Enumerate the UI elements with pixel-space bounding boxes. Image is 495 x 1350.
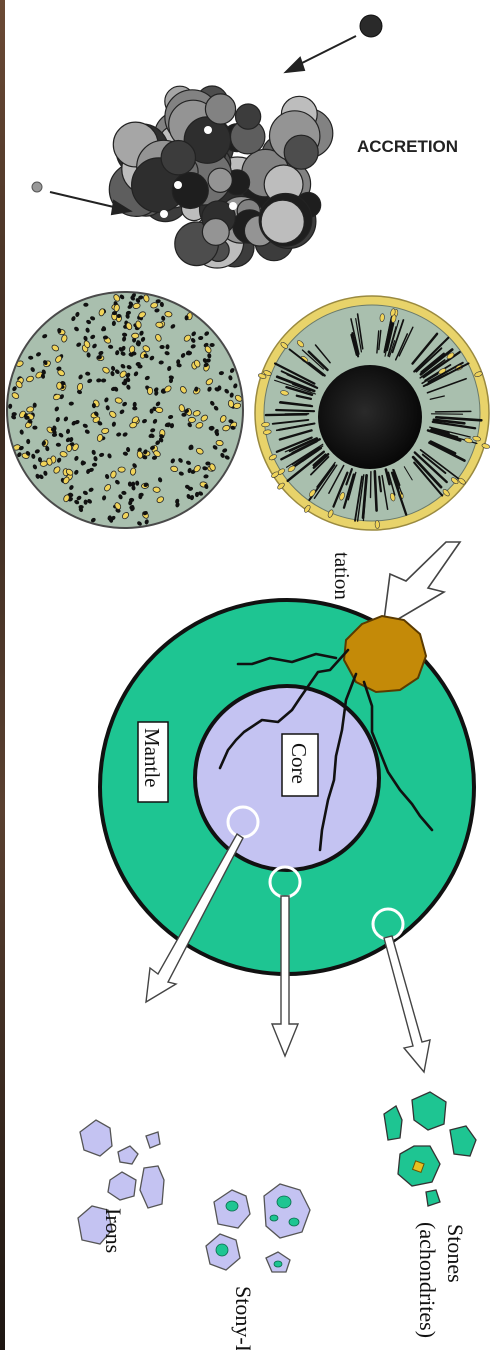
- differentiation-panel: [0, 285, 495, 540]
- iron-fragment-4: [108, 1172, 136, 1200]
- void-gap: [160, 210, 168, 218]
- iron-fragment-1: [80, 1120, 112, 1156]
- silicate-grain: [66, 444, 72, 452]
- accreting-particle: [261, 200, 304, 243]
- core-label-box: Core: [282, 734, 318, 796]
- void-gap: [229, 202, 237, 210]
- stony-iron-inclusion-2: [277, 1196, 291, 1208]
- stony-iron-fragments: [206, 1184, 310, 1272]
- label-stony-irons: Stony-Irons: [231, 1286, 256, 1350]
- metal-grain: [210, 343, 215, 347]
- mantle-label: Mantle: [140, 728, 164, 787]
- arrow-head-top: [286, 58, 304, 72]
- label-irons: Irons: [101, 1208, 126, 1253]
- accreting-particle: [284, 135, 318, 169]
- accreting-particle: [161, 141, 195, 175]
- incoming-body-small: [32, 182, 42, 192]
- stony-iron-inclusion-5: [216, 1244, 228, 1256]
- arrow-shaft-left: [50, 192, 118, 208]
- undifferentiated-disk: [7, 292, 243, 528]
- void-gap: [174, 181, 182, 189]
- stone-fragment-5: [426, 1190, 440, 1206]
- silicate-grain: [155, 407, 163, 413]
- mantle-label-box: Mantle: [138, 722, 168, 802]
- silicate-droplet: [375, 520, 380, 528]
- stone-fragment-2: [412, 1092, 446, 1130]
- stony-iron-inclusion-4: [270, 1215, 278, 1221]
- accreting-particle: [208, 168, 232, 192]
- stony-iron-inclusion-3: [289, 1218, 299, 1226]
- stone-fragment-3: [450, 1126, 476, 1156]
- differentiated-disk-core: [318, 365, 422, 469]
- label-stones: Stones: [443, 1224, 468, 1283]
- silicate-grain: [156, 322, 164, 328]
- arrow-to-stones: [384, 936, 430, 1072]
- silicate-grain: [118, 467, 125, 472]
- metal-grain: [84, 500, 88, 505]
- metal-streak: [276, 410, 314, 411]
- parent-body-figure: tation Mantle Core: [0, 540, 495, 1350]
- stony-iron-inclusion-1: [226, 1201, 238, 1211]
- differentiation-arrow-label: tation: [330, 552, 354, 600]
- left-edge-strip: [0, 0, 5, 1350]
- stony-iron-inclusion-6: [274, 1261, 282, 1267]
- incoming-body-large: [360, 15, 382, 37]
- silicate-grain: [147, 387, 152, 394]
- stone-fragment-1: [384, 1106, 402, 1140]
- accreting-particle: [205, 94, 235, 124]
- accreting-particle: [236, 104, 261, 129]
- core-label: Core: [287, 743, 311, 784]
- impact-arrow: [383, 542, 460, 628]
- differentiated-disk: [255, 296, 490, 530]
- arrow-shaft-top: [296, 36, 356, 66]
- accretion-label: ACCRETION: [357, 137, 458, 156]
- silicate-grain: [132, 333, 139, 338]
- label-achondrites: (achondrites): [415, 1222, 440, 1338]
- metal-streak: [436, 411, 471, 412]
- accretion-panel: ACCRETION: [0, 0, 495, 285]
- accreting-particle: [202, 219, 229, 246]
- differentiation-figure: [0, 285, 495, 540]
- stone-fragments: [384, 1092, 476, 1206]
- accretion-clump: [109, 86, 333, 268]
- iron-fragment-2: [118, 1146, 138, 1164]
- void-gap: [268, 104, 276, 112]
- accreting-particle: [172, 173, 208, 209]
- silicate-grain: [188, 417, 195, 422]
- accretion-figure: ACCRETION: [0, 0, 495, 285]
- metal-streak: [375, 471, 377, 510]
- stony-iron-fragment-2: [264, 1184, 310, 1238]
- iron-fragment-3: [146, 1132, 160, 1148]
- iron-fragment-5: [140, 1166, 164, 1208]
- parent-body-panel: tation Mantle Core: [0, 540, 495, 1350]
- void-gap: [204, 126, 212, 134]
